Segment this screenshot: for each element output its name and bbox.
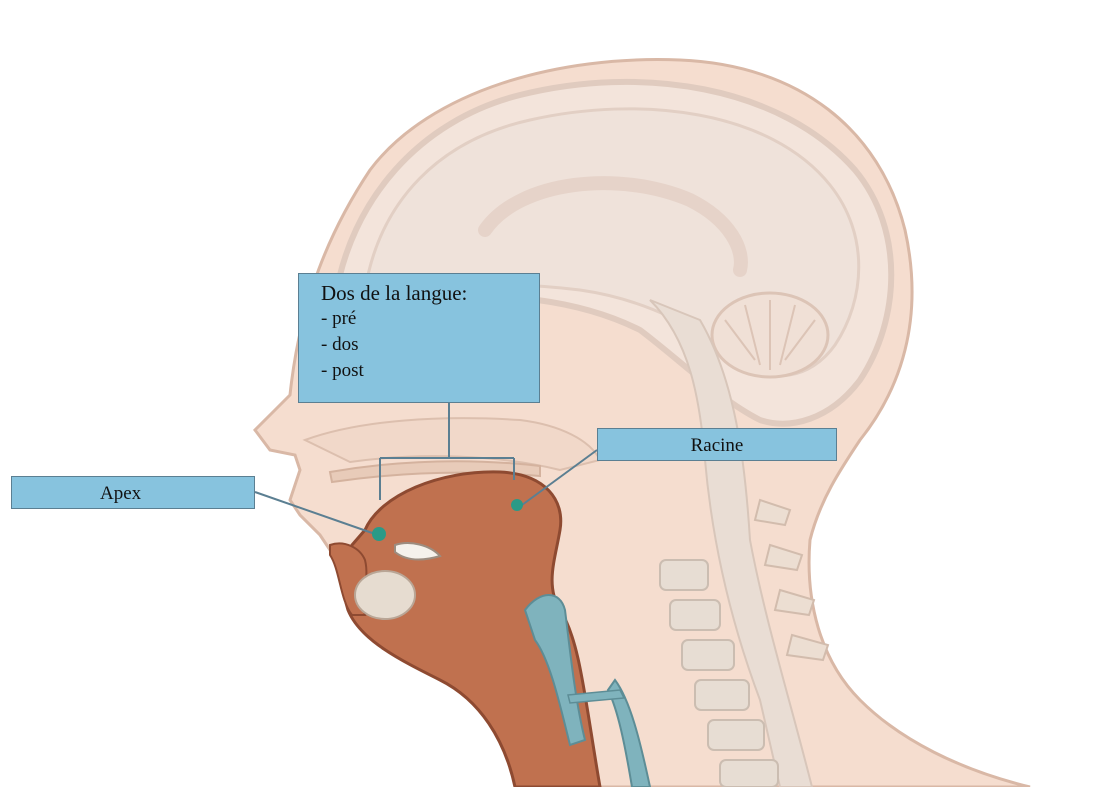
label-dos-item-pre: - pré xyxy=(321,306,539,332)
label-dos-de-la-langue: Dos de la langue: - pré - dos - post xyxy=(298,273,540,403)
label-apex: Apex xyxy=(11,476,255,509)
apex-marker xyxy=(372,527,386,541)
label-dos-item-dos: - dos xyxy=(321,332,539,358)
label-dos-item-post: - post xyxy=(321,358,539,384)
label-racine-text: Racine xyxy=(691,435,744,456)
label-dos-title: Dos de la langue: xyxy=(321,280,539,306)
label-apex-text: Apex xyxy=(100,483,141,504)
racine-marker xyxy=(511,499,523,511)
mandible-bone xyxy=(355,571,415,619)
label-racine: Racine xyxy=(597,428,837,461)
